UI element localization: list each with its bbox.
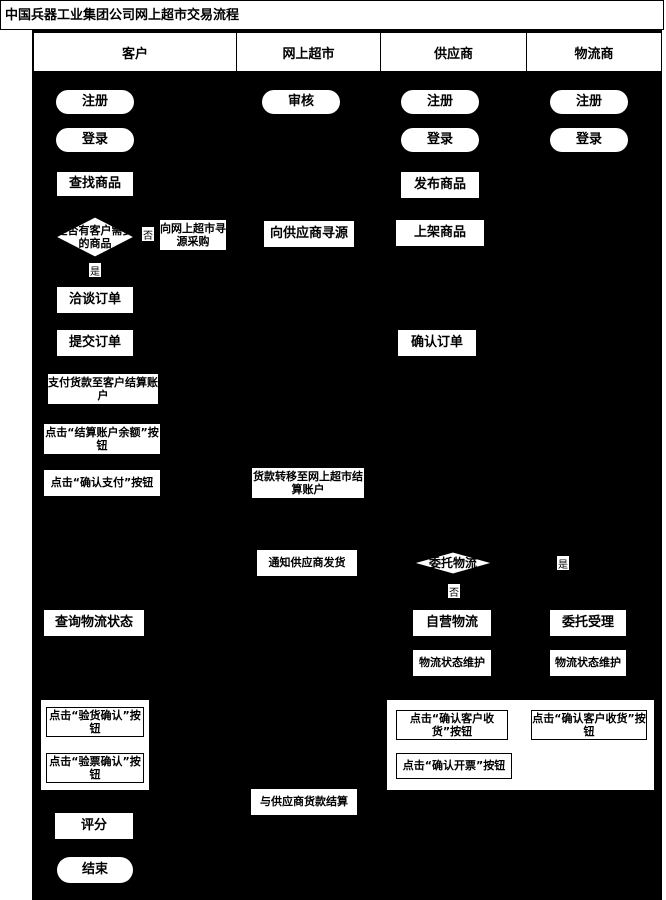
supplier-delegate-decision: 委托物流: [413, 551, 493, 575]
page-title: 中国兵器工业集团公司网上超市交易流程: [0, 0, 664, 30]
market-transfer-node: 货款转移至网上超市结算账户: [252, 468, 364, 498]
customer-confirm-pay-node: 点击“确认支付”按钮: [44, 470, 160, 496]
customer-end-node: 结束: [57, 857, 133, 883]
logistics-login-node: 登录: [550, 128, 628, 152]
customer-balance-button-node: 点击“结算账户余额”按钮: [44, 424, 160, 454]
market-review-node: 审核: [262, 90, 340, 114]
left-margin-column: [0, 30, 33, 900]
customer-pay-node: 支付货款至客户结算账户: [48, 374, 158, 404]
logistics-register-node: 注册: [550, 90, 628, 114]
lane-header-customer: 客户: [33, 32, 237, 72]
market-settle-node: 与供应商货款结算: [251, 789, 357, 815]
flowchart-canvas: 客户 网上超市 供应商 物流商 注册 登录 查找商品 是否有客户需要的商品 否 …: [0, 30, 666, 900]
logistics-receipt-node: 点击“确认客户收货”按钮: [531, 710, 647, 740]
customer-search-node: 查找商品: [57, 172, 133, 196]
right-margin-column: [662, 30, 666, 900]
customer-login-node: 登录: [56, 128, 134, 152]
market-notify-node: 通知供应商发货: [257, 550, 357, 576]
supplier-self-logistics-node: 自营物流: [413, 610, 491, 636]
supplier-login-node: 登录: [401, 128, 479, 152]
supplier-delegate-label: 委托物流: [428, 555, 477, 570]
customer-source-node: 向网上超市寻源采购: [160, 220, 226, 250]
logistics-accept-node: 委托受理: [550, 610, 626, 636]
customer-ticket-node: 点击“验票确认”按钮: [46, 753, 144, 783]
supplier-register-node: 注册: [401, 90, 479, 114]
customer-inspect-node: 点击“验货确认”按钮: [46, 707, 144, 737]
market-source-node: 向供应商寻源: [264, 221, 354, 247]
lane-header-supplier: 供应商: [380, 32, 527, 72]
customer-decision-node: 是否有客户需要的商品: [55, 216, 135, 258]
customer-register-node: 注册: [56, 90, 134, 114]
supplier-list-node: 上架商品: [396, 220, 484, 246]
supplier-receipt-node: 点击“确认客户收货”按钮: [396, 710, 508, 740]
supplier-confirm-node: 确认订单: [398, 330, 476, 356]
customer-track-node: 查询物流状态: [44, 610, 144, 636]
delegate-yes-label: 是: [557, 556, 569, 571]
logistics-status-node: 物流状态维护: [550, 650, 626, 676]
supplier-publish-node: 发布商品: [401, 172, 479, 198]
customer-submit-node: 提交订单: [57, 330, 133, 356]
lane-header-logistics: 物流商: [526, 32, 662, 72]
decision-diamond-shape: [55, 216, 135, 258]
customer-decision-label: 是否有客户需要的商品: [56, 223, 134, 250]
decision-no-label: 否: [142, 227, 154, 242]
lane-header-market: 网上超市: [236, 32, 381, 72]
delegate-diamond-shape: [413, 551, 493, 575]
decision-yes-label: 是: [89, 263, 101, 278]
delegate-no-label: 否: [448, 584, 460, 599]
supplier-status-node: 物流状态维护: [413, 650, 491, 676]
customer-rate-node: 评分: [55, 813, 133, 839]
supplier-invoice-node: 点击“确认开票”按钮: [396, 753, 512, 779]
customer-negotiate-node: 洽谈订单: [57, 287, 133, 313]
